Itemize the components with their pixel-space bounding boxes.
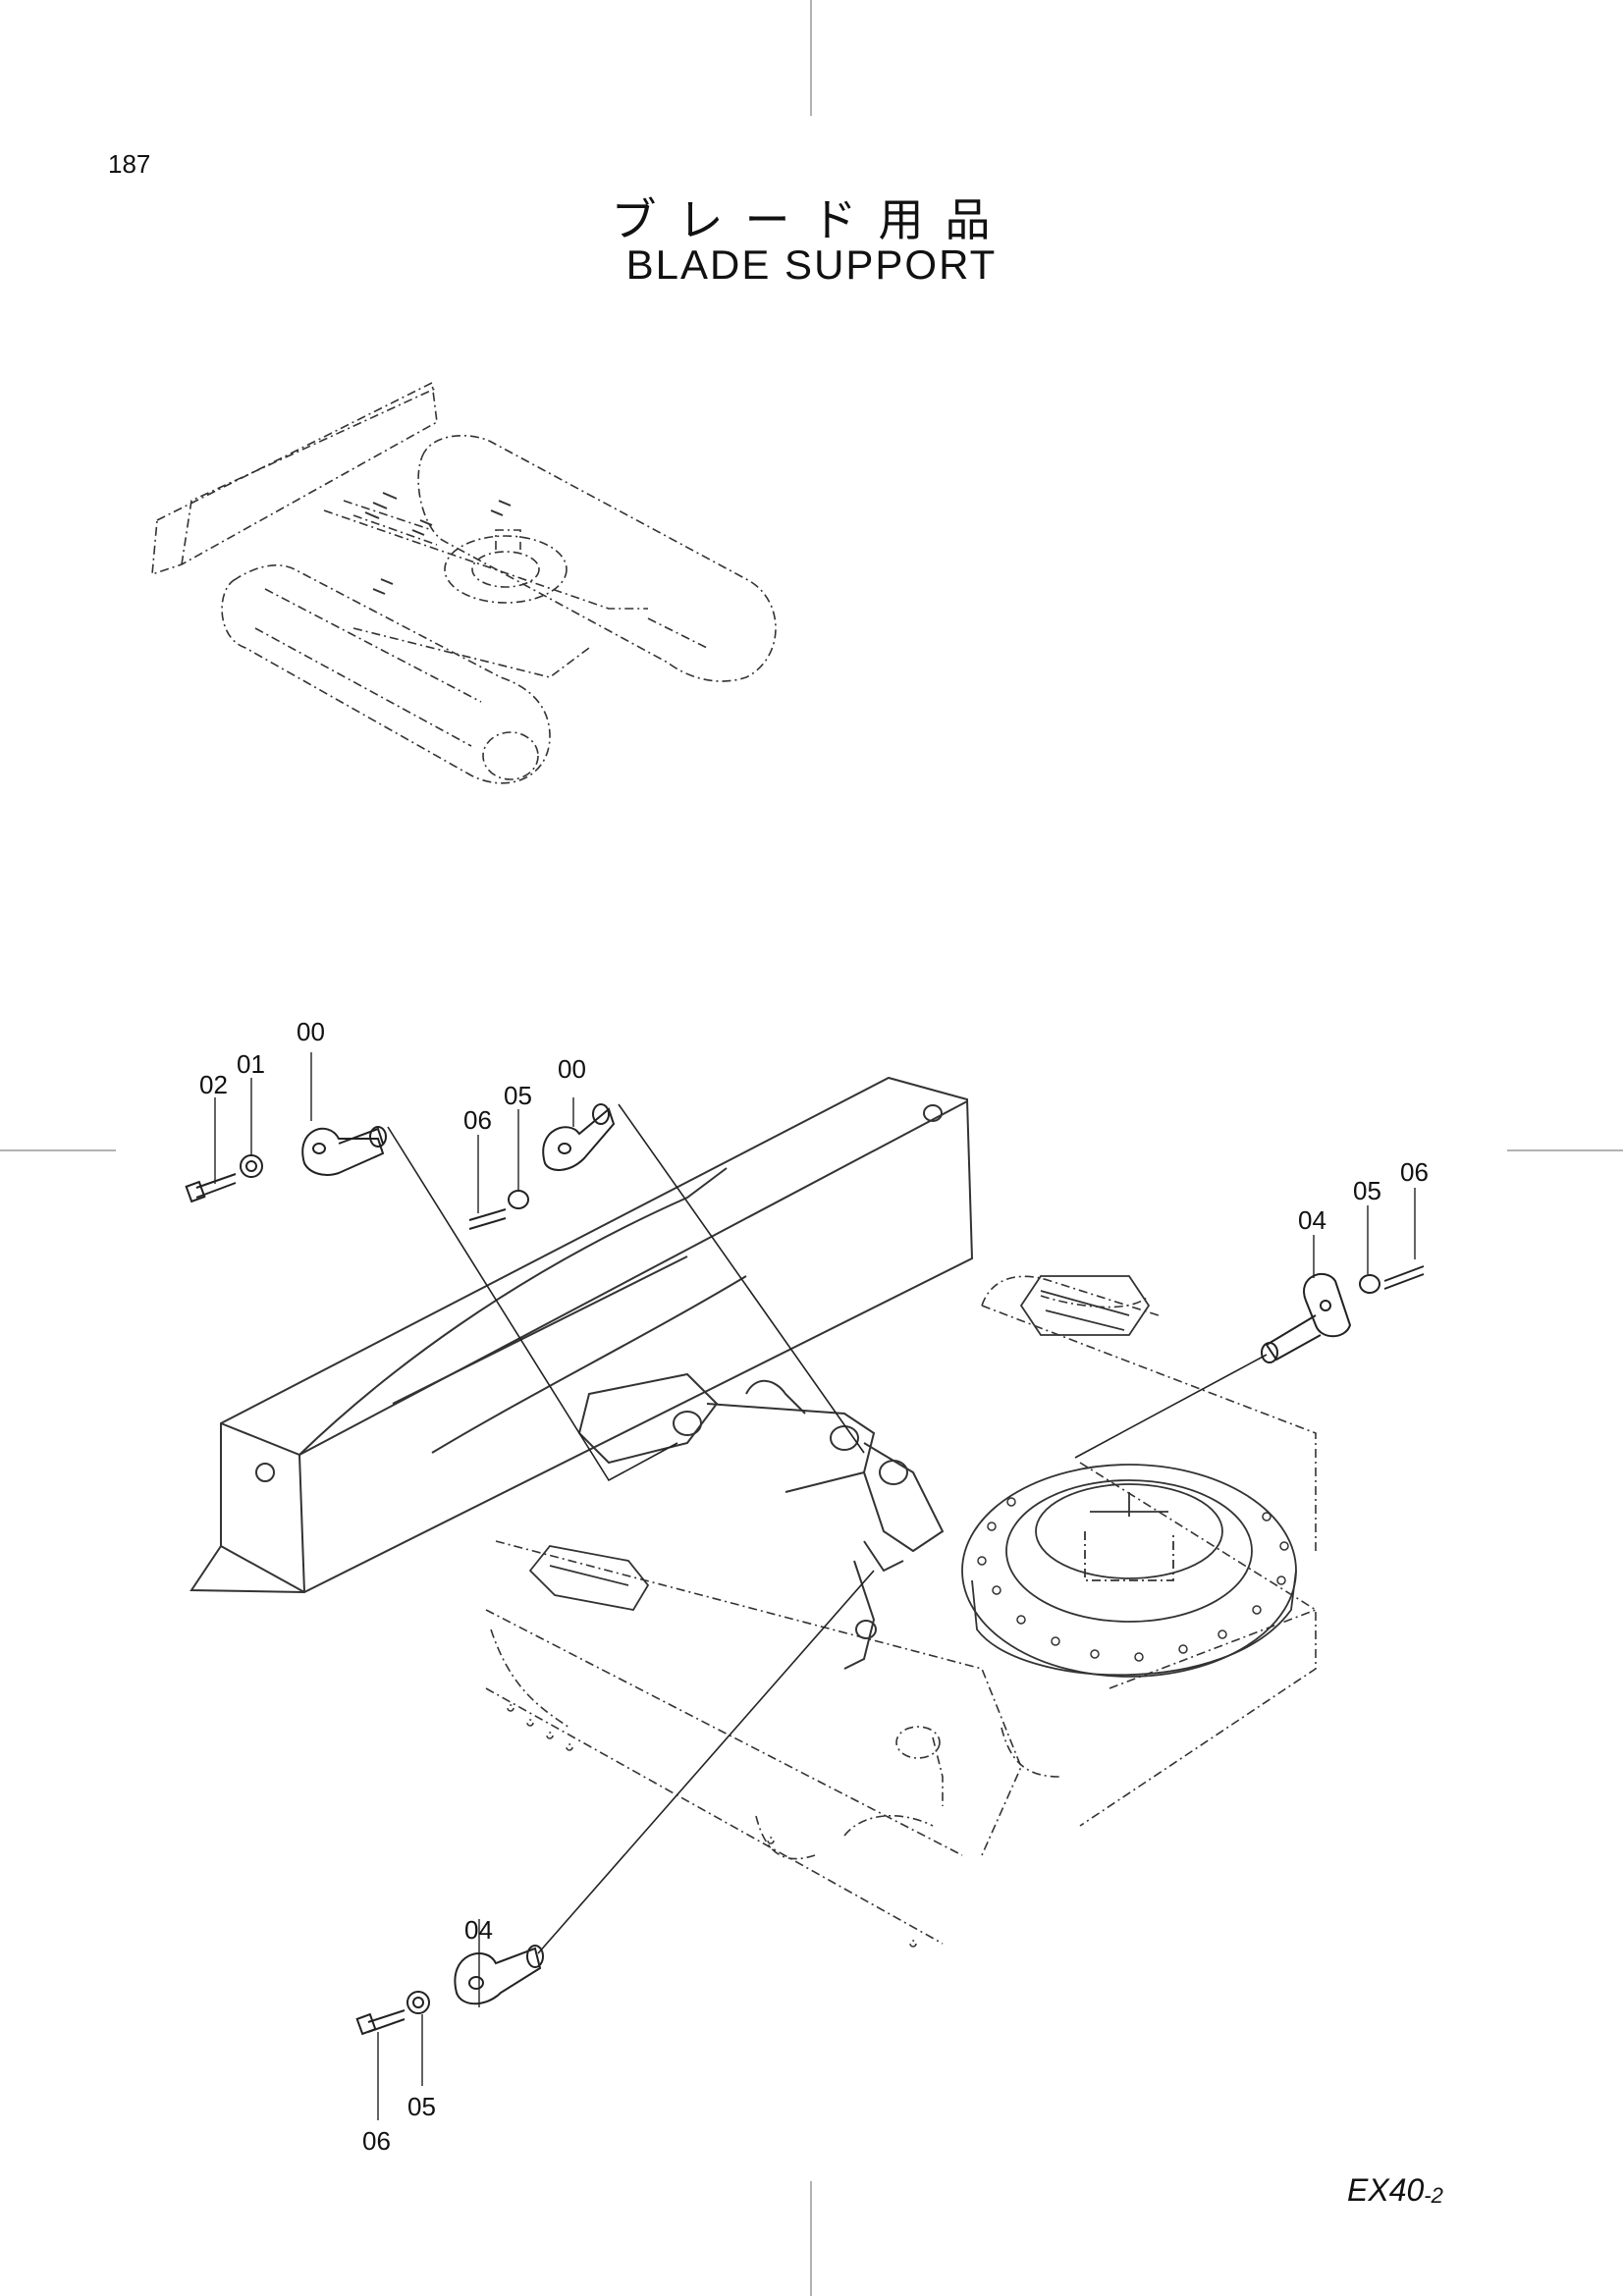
pin-group-04-left — [355, 1945, 544, 2036]
callout-01: 01 — [237, 1049, 265, 1079]
pin-group-00-center — [468, 1103, 616, 1230]
callout-06-center: 06 — [463, 1105, 492, 1135]
ring-bolt-holes — [977, 1497, 1289, 1662]
callout-labels: 02 01 00 06 05 00 04 05 06 06 05 04 — [199, 1017, 1429, 2156]
blade-assembly — [189, 1076, 974, 1594]
callout-00-center: 00 — [558, 1054, 586, 1084]
track-frame-right — [1019, 1275, 1151, 1336]
leader-lines — [214, 1052, 1416, 2120]
page-number: 187 — [108, 149, 151, 179]
page-title-english: BLADE SUPPORT — [625, 241, 998, 288]
callout-06-right: 06 — [1400, 1157, 1429, 1187]
callout-04-right: 04 — [1298, 1205, 1326, 1235]
page-title-japanese: ブレード用品 — [611, 193, 1012, 246]
model-designation: EX40-2 — [1347, 2172, 1443, 2209]
callout-00-left: 00 — [297, 1017, 325, 1046]
callout-02-left: 02 — [199, 1070, 228, 1099]
blade-cylinder — [577, 1372, 945, 1670]
model-suffix: -2 — [1424, 2183, 1443, 2208]
overview-pins — [364, 492, 512, 595]
frame-assembly — [485, 1275, 1317, 1948]
callout-04-bottom: 04 — [464, 1915, 493, 1945]
callout-05-right: 05 — [1353, 1176, 1381, 1205]
callout-05-center: 05 — [504, 1081, 532, 1110]
track-frame-left — [528, 1545, 650, 1611]
model-name: EX40 — [1347, 2172, 1425, 2208]
callout-06-bottom: 06 — [362, 2126, 391, 2156]
slewing-ring — [961, 1464, 1297, 1678]
callout-05-bottom: 05 — [407, 2092, 436, 2121]
pin-group-00-left — [185, 1126, 387, 1203]
pin-group-04-right — [1261, 1265, 1425, 1363]
assembly-centerlines — [387, 1103, 1268, 1954]
overview-illustration — [151, 381, 777, 784]
